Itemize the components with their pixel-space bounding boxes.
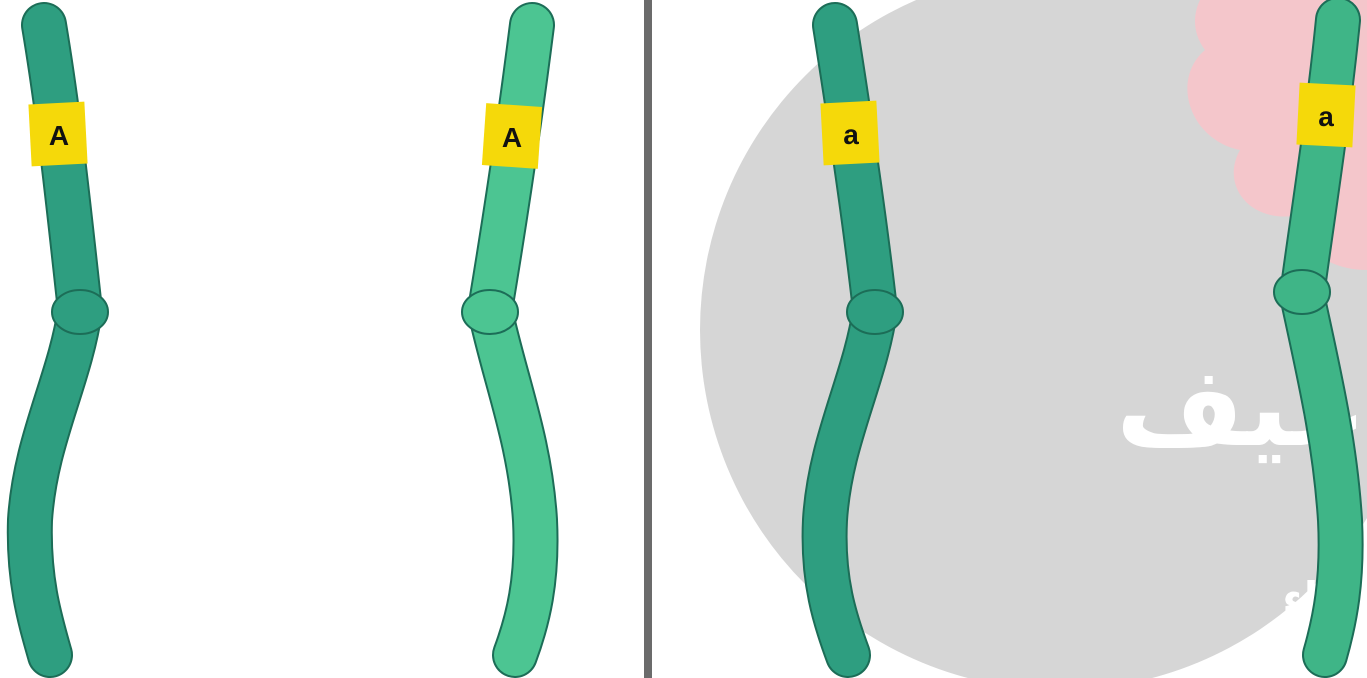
chromosome-left-1: A [28, 25, 108, 655]
allele-label-right-1: a [843, 119, 859, 150]
watermark: عيف حياء [700, 0, 1367, 678]
allele-label-left-1: A [49, 120, 69, 151]
left-panel: A A [28, 25, 542, 655]
centromere [462, 290, 518, 334]
centromere [1274, 270, 1330, 314]
chromosome-left-2: A [462, 25, 542, 655]
centromere [52, 290, 108, 334]
allele-label-left-2: A [502, 122, 522, 153]
vertical-divider [644, 0, 652, 678]
centromere [847, 290, 903, 334]
allele-label-right-2: a [1318, 101, 1334, 132]
